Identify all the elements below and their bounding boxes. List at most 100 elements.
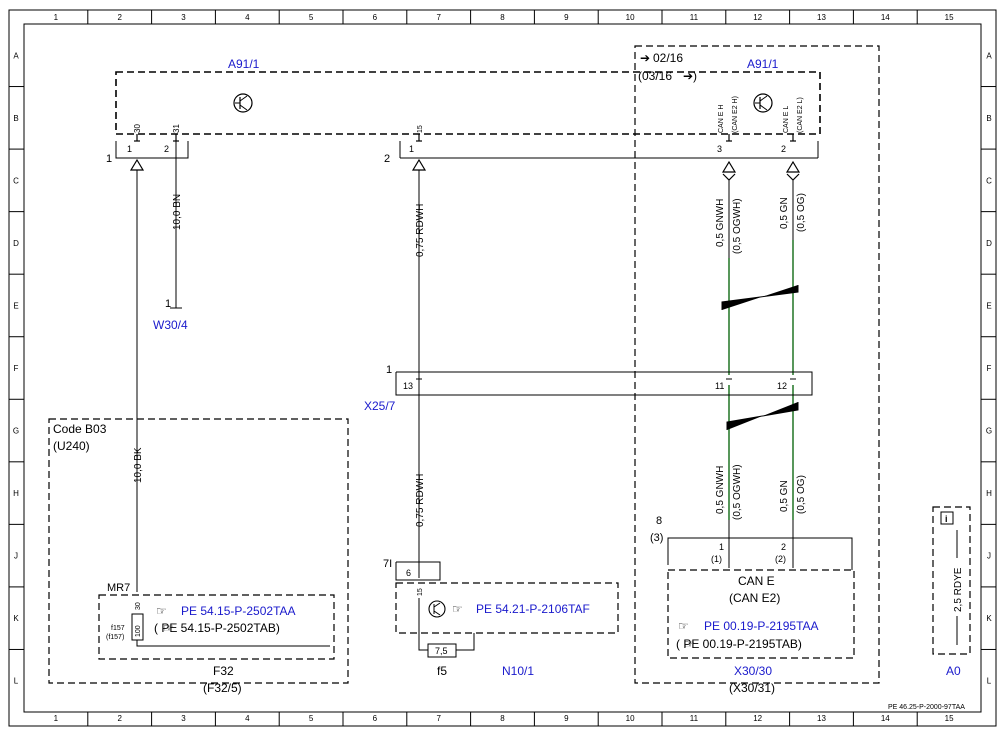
wire-label-gnwh-1: 0,5 GNWH [715, 199, 726, 247]
conn-pin-1b: 1 [409, 144, 414, 154]
x30-pin-2p: (2) [775, 554, 786, 564]
grid-col-label: 1 [54, 13, 59, 22]
grid-col-label: 9 [564, 714, 569, 723]
f157p-label: (f157) [106, 634, 124, 641]
ref-n10[interactable]: PE 54.21-P-2106TAF [476, 602, 590, 616]
wire-label-og-2: (0,5 OG) [796, 475, 807, 514]
grid-col-label: 7 [436, 714, 441, 723]
transistor-icon [428, 600, 446, 618]
info-icon [940, 511, 954, 525]
x25-pin-12: 12 [777, 381, 787, 391]
grid-row-label: C [986, 176, 992, 185]
grid-col-label: 2 [117, 13, 122, 22]
pin-can-l: CAN E L [783, 106, 790, 133]
grid-row-label: L [14, 677, 19, 686]
outer-frame [8, 9, 997, 727]
x30-30-box [667, 569, 855, 659]
connector-1-outline [115, 141, 189, 159]
twist-marker [721, 285, 799, 310]
grid-col-label: 12 [753, 714, 762, 723]
grid-col-label: 10 [626, 13, 635, 22]
x25-pin-11: 11 [715, 381, 724, 391]
ref-x30-a[interactable]: PE 00.19-P-2195TAA [704, 619, 819, 633]
fuse-pin-30: 30 [135, 602, 142, 610]
ref-f32-a[interactable]: PE 54.15-P-2502TAA [181, 604, 296, 618]
x25-7-label: X25/7 [364, 399, 396, 413]
grid-row-label: E [13, 301, 18, 310]
n10-pin-7i: 7I [383, 558, 392, 570]
grid-col-label: 9 [564, 13, 569, 22]
conn-label-1: 1 [106, 153, 112, 165]
grid-row-label: K [13, 614, 19, 623]
wire-label-gnwh-2: 0,5 GNWH [715, 466, 726, 514]
pin-can-l2: (CAN E2 L) [797, 97, 804, 133]
wire-label-gn-1: 0,5 GN [779, 197, 790, 229]
conn-pin-3: 3 [717, 144, 722, 154]
conn-label-2: 2 [384, 153, 390, 165]
wire-label-bn: 10,0 BN [172, 194, 183, 230]
f32-label: F32 [213, 664, 234, 678]
wire-label-rdwh-1: 0,75 RDWH [415, 204, 426, 257]
grid-col-label: 2 [117, 714, 122, 723]
transistor-icon [753, 93, 773, 113]
arrow-ref-02-16: ➔ [640, 51, 650, 65]
fuse-f5-value: 7,5 [435, 646, 448, 656]
grid-col-label: 4 [245, 13, 250, 22]
grid-col-label: 7 [436, 13, 441, 22]
grid-row-label: B [13, 114, 18, 123]
f157-label: f157 [111, 625, 125, 632]
a91-left-label: A91/1 [228, 57, 260, 71]
grid-row-label: C [13, 176, 19, 185]
svg-text:i: i [945, 514, 948, 524]
wire-label-ogwh-1: (0,5 OGWH) [732, 198, 743, 254]
grid-column-labels: 1122334455667788991010111112121313141415… [54, 10, 954, 726]
grid-row-label: G [13, 427, 19, 436]
grid-col-label: 14 [881, 714, 890, 723]
a0-info-box [932, 506, 971, 655]
grid-row-label: B [986, 114, 991, 123]
grid-col-label: 13 [817, 13, 826, 22]
grid-row-label: J [14, 552, 18, 561]
a91-right-label: A91/1 [747, 57, 779, 71]
hand-icon: ☞ [684, 637, 695, 651]
mr7-label: MR7 [107, 582, 130, 594]
grid-col-label: 8 [500, 714, 505, 723]
grid-row-label: J [987, 552, 991, 561]
f5-label: f5 [437, 664, 447, 678]
grid-col-label: 14 [881, 13, 890, 22]
grid-col-label: 10 [626, 714, 635, 723]
x25-label-1: 1 [386, 364, 392, 376]
can-e2-label: (CAN E2) [729, 591, 780, 605]
grid-row-label: D [13, 239, 19, 248]
grid-row-label: K [986, 614, 992, 623]
hand-icon: ☞ [163, 621, 174, 635]
grid-row-label: H [13, 489, 19, 498]
wire-label-bk: 10,0 BK [133, 447, 144, 483]
grid-col-label: 5 [309, 714, 314, 723]
x30-pin-1p: (1) [711, 554, 722, 564]
a91-right-section [634, 45, 880, 684]
pin-31: 31 [172, 124, 181, 133]
fuse-100: 100 [135, 625, 142, 637]
ref-x30-b[interactable]: ( PE 00.19-P-2195TAB) [676, 637, 802, 651]
document-id: PE 46.25-P-2000-97TAA [888, 704, 965, 711]
grid-row-label: F [14, 364, 19, 373]
n10-pin-15: 15 [417, 588, 424, 596]
a91-left-box [115, 71, 821, 135]
w30-pin: 1 [165, 298, 171, 310]
hand-icon: ☞ [452, 602, 463, 616]
can-e-label: CAN E [738, 574, 775, 588]
conn-pin-2c: 2 [781, 144, 786, 154]
info-wire-label: 2,5 RDYE [953, 567, 964, 612]
x30-pin-3: (3) [650, 532, 663, 544]
grid-col-label: 6 [373, 714, 378, 723]
ref-03-16: (03/16 [638, 69, 672, 83]
pin-can-h: CAN E H [718, 105, 725, 133]
pin-can-h2: (CAN E2 H) [732, 96, 739, 133]
grid-col-label: 1 [54, 714, 59, 723]
grid-col-label: 3 [181, 13, 186, 22]
grid-row-label: F [987, 364, 992, 373]
a0-label: A0 [946, 664, 961, 678]
ref-f32-b[interactable]: ( PE 54.15-P-2502TAB) [154, 621, 280, 635]
